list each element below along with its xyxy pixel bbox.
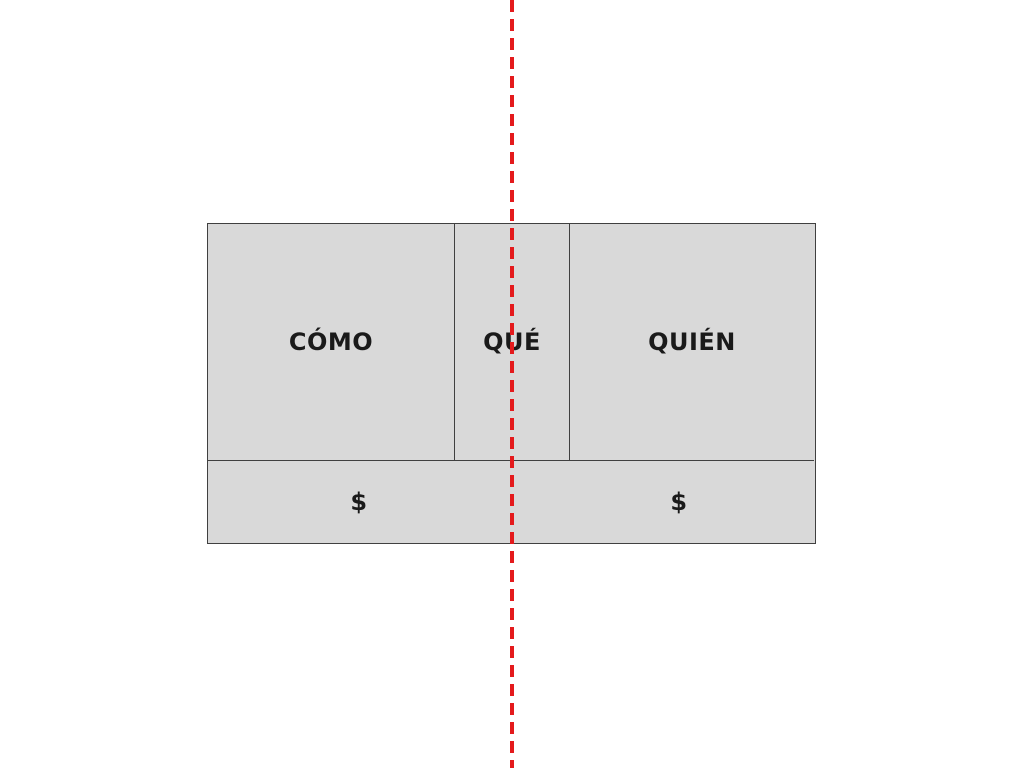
cell-bottom: $ $ [208,461,814,542]
divider-line [510,0,514,768]
money-left-label: $ [350,487,368,516]
money-right-label: $ [670,487,688,516]
cell-como: CÓMO [208,224,455,461]
cell-quien: QUIÉN [570,224,814,461]
cell-quien-label: QUIÉN [648,328,736,356]
cell-como-label: CÓMO [288,328,374,356]
